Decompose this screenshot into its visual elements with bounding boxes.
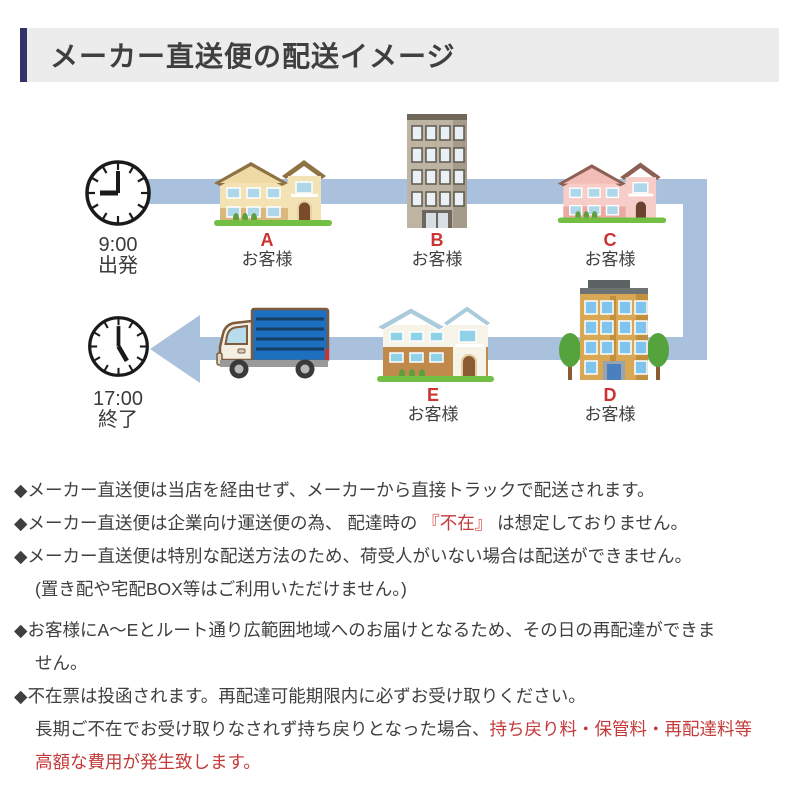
office-d-icon bbox=[559, 280, 669, 380]
diamond-bullet-icon: ◆ bbox=[14, 480, 28, 500]
office-b-icon bbox=[407, 114, 467, 228]
stop-b-letter: B bbox=[430, 230, 444, 250]
header-accent-bar bbox=[20, 28, 27, 82]
note-text: せん。 bbox=[35, 653, 88, 673]
page-header: メーカー直送便の配送イメージ bbox=[20, 28, 779, 82]
note-text: メーカー直送便は特別な配送方法のため、荷受人がいない場合は配送ができません。 bbox=[27, 546, 692, 566]
route-band-right bbox=[683, 179, 707, 360]
note-text: 不在票は投函されます。再配達可能期限内に必ずお受け取りください。 bbox=[27, 686, 586, 706]
note-item: ◆お客様にA〜Eとルート通り広範囲地域へのお届けとなるため、その日の再配達ができ… bbox=[14, 614, 792, 680]
house-e-icon bbox=[377, 305, 494, 382]
departure-time: 9:00 bbox=[98, 234, 138, 256]
truck-icon bbox=[216, 307, 330, 379]
diamond-bullet-icon: ◆ bbox=[14, 546, 28, 566]
notes-list: ◆メーカー直送便は当店を経由せず、メーカーから直接トラックで配送されます。◆メー… bbox=[14, 474, 792, 779]
stop-e-label: E お客様 bbox=[373, 386, 493, 425]
arrival-label: 終了 bbox=[98, 409, 138, 431]
departure-label: 出発 bbox=[98, 255, 138, 277]
note-text: お客様にA〜Eとルート通り広範囲地域へのお届けとなるため、その日の再配達ができま bbox=[27, 620, 716, 640]
arrival-clock-icon bbox=[88, 316, 149, 377]
note-item: ◆メーカー直送便は特別な配送方法のため、荷受人がいない場合は配送ができません。 (… bbox=[14, 540, 792, 606]
arrival-caption: 17:00 終了 bbox=[73, 389, 163, 431]
departure-caption: 9:00 出発 bbox=[73, 235, 163, 277]
house-c-icon bbox=[557, 162, 667, 224]
note-warning-text: 持ち戻り料・保管料・再配達料等 bbox=[489, 719, 752, 739]
stop-b-name: お客様 bbox=[411, 250, 463, 269]
diamond-bullet-icon: ◆ bbox=[14, 686, 28, 706]
stop-a-letter: A bbox=[260, 230, 274, 250]
arrival-time: 17:00 bbox=[92, 388, 144, 410]
stop-d-letter: D bbox=[603, 385, 617, 405]
stop-c-label: C お客様 bbox=[550, 231, 670, 270]
stop-c-name: お客様 bbox=[584, 250, 636, 269]
note-text: メーカー直送便は企業向け運送便の為、 配達時の bbox=[27, 513, 423, 533]
note-item: ◆不在票は投函されます。再配達可能期限内に必ずお受け取りください。長期ご不在でお… bbox=[14, 680, 792, 779]
route-arrow-icon bbox=[150, 315, 200, 383]
departure-clock-icon bbox=[85, 160, 151, 226]
note-text: は想定しておりません。 bbox=[492, 513, 688, 533]
stop-a-name: お客様 bbox=[241, 250, 293, 269]
note-warning-text: 高額な費用が発生致します。 bbox=[35, 752, 261, 772]
stop-a-label: A お客様 bbox=[207, 231, 327, 270]
note-item: ◆メーカー直送便は当店を経由せず、メーカーから直接トラックで配送されます。 bbox=[14, 474, 792, 507]
stop-d-label: D お客様 bbox=[550, 386, 670, 425]
diamond-bullet-icon: ◆ bbox=[14, 620, 28, 640]
page-title: メーカー直送便の配送イメージ bbox=[50, 41, 456, 72]
house-a-icon bbox=[214, 160, 332, 226]
stop-b-label: B お客様 bbox=[377, 231, 497, 270]
note-warning-text: 『不在』 bbox=[422, 513, 493, 533]
stop-d-name: お客様 bbox=[584, 405, 636, 424]
stop-c-letter: C bbox=[603, 230, 617, 250]
stop-e-letter: E bbox=[426, 385, 439, 405]
note-item: ◆メーカー直送便は企業向け運送便の為、 配達時の 『不在』 は想定しておりません… bbox=[14, 507, 792, 540]
diamond-bullet-icon: ◆ bbox=[14, 513, 28, 533]
note-text: 長期ご不在でお受け取りなされず持ち戻りとなった場合、 bbox=[35, 719, 490, 739]
note-text: メーカー直送便は当店を経由せず、メーカーから直接トラックで配送されます。 bbox=[27, 480, 655, 500]
note-text: (置き配や宅配BOX等はご利用いただけません。) bbox=[35, 579, 407, 599]
stop-e-name: お客様 bbox=[407, 405, 459, 424]
